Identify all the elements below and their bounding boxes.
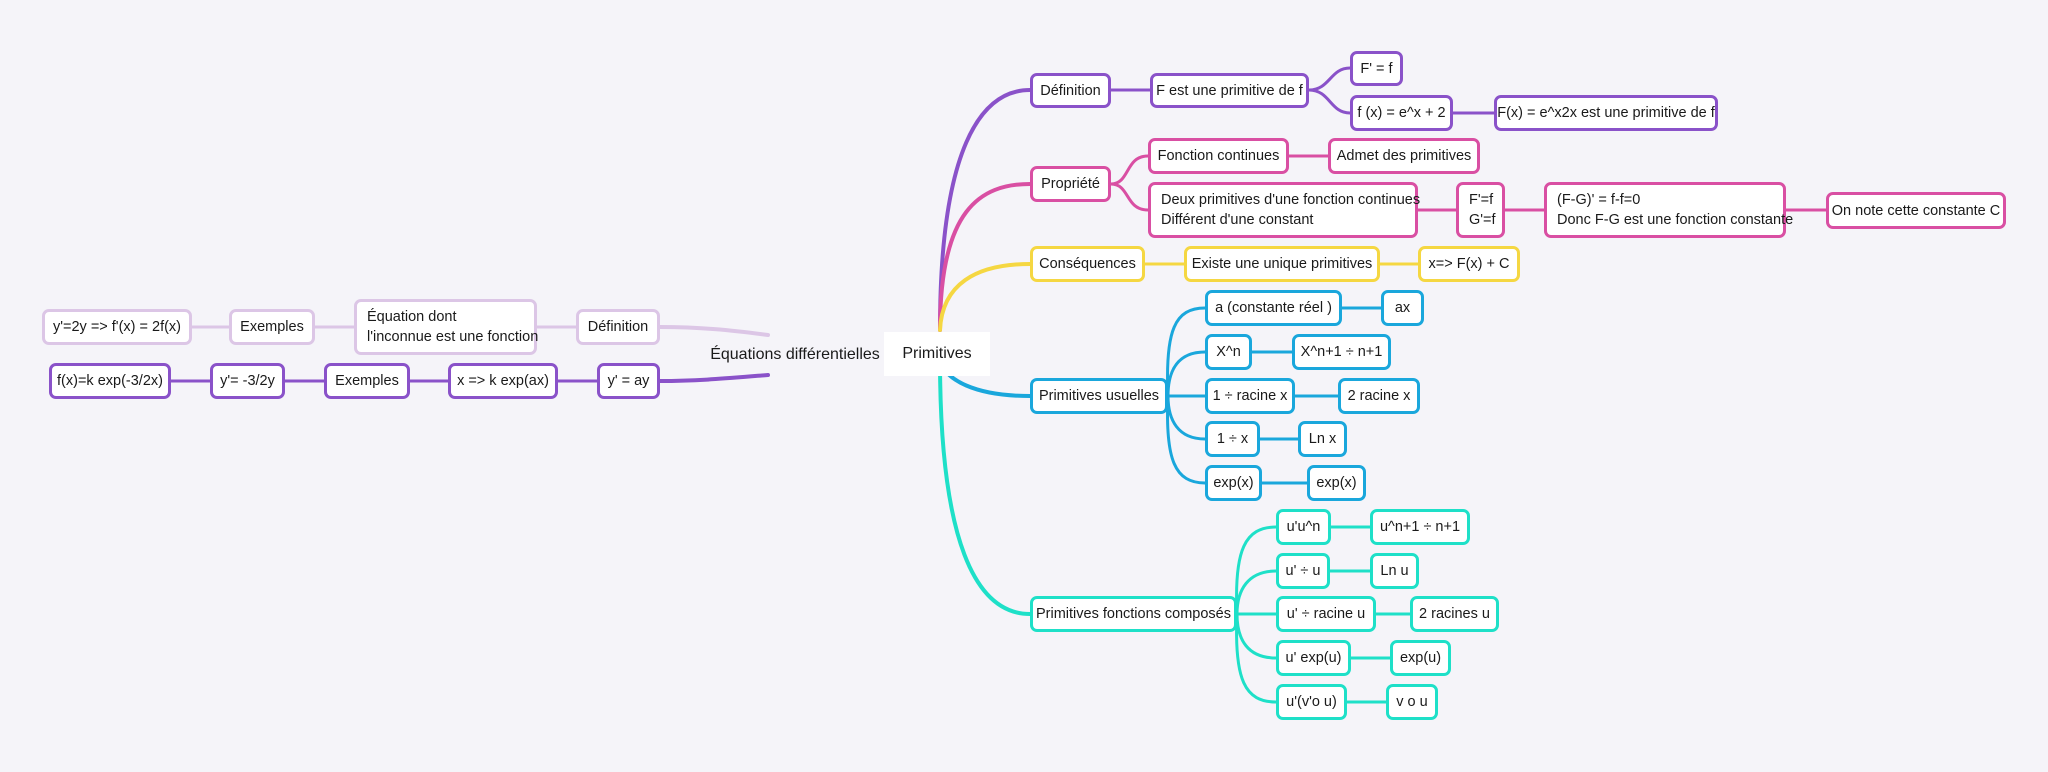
node-on-note-constante[interactable]: On note cette constante C [1826,192,2006,229]
node-eq-exemples-2[interactable]: Exemples [324,363,410,399]
node-constante-reel[interactable]: a (constante réel ) [1205,290,1342,326]
node-existe-unique-primitive[interactable]: Existe une unique primitives [1184,246,1380,282]
root-equations-differentielles[interactable]: Équations différentielles [710,346,880,363]
node-f-est-une-primitive[interactable]: F est une primitive de f [1150,73,1309,108]
node-ln-x[interactable]: Ln x [1298,421,1347,457]
node-eq-fx-k-exp[interactable]: f(x)=k exp(-3/2x) [49,363,171,399]
node-eq-definition[interactable]: Définition [576,309,660,345]
node-eq-exemples-1[interactable]: Exemples [229,309,315,345]
node-deux-primitives[interactable]: Deux primitives d'une fonction continues… [1148,182,1420,238]
node-exp-u[interactable]: exp(u) [1390,640,1451,676]
node-exp-x-result[interactable]: exp(x) [1307,465,1366,501]
node-eq-y-minus-3-2y[interactable]: y'= -3/2y [210,363,285,399]
node-fonction-continues[interactable]: Fonction continues [1148,138,1289,174]
node-inverse-x[interactable]: 1 ÷ x [1205,421,1260,457]
link-equations-definition [658,325,770,337]
root-primitives[interactable]: Primitives [884,332,990,376]
node-2-racine-x[interactable]: 2 racine x [1338,378,1420,414]
node-ln-u[interactable]: Ln u [1370,553,1419,589]
node-u-div-racine-u[interactable]: u' ÷ racine u [1276,596,1376,632]
node-2-racines-u[interactable]: 2 racines u [1410,596,1499,632]
node-consequences[interactable]: Conséquences [1030,246,1145,282]
node-admet-des-primitives[interactable]: Admet des primitives [1328,138,1480,174]
node-eq-y-ay[interactable]: y' = ay [597,363,660,399]
node-x-power-n[interactable]: X^n [1205,334,1252,370]
node-eq-k-exp-ax[interactable]: x => k exp(ax) [448,363,558,399]
link-primitives-consequences [938,262,1032,332]
node-x-power-n-plus-1[interactable]: X^n+1 ÷ n+1 [1292,334,1391,370]
node-exp-x[interactable]: exp(x) [1205,465,1262,501]
link-equations-yay [658,373,770,383]
node-eq-exemple-y-2y[interactable]: y'=2y => f'(x) = 2f(x) [42,309,192,345]
node-u-div-u[interactable]: u' ÷ u [1276,553,1330,589]
node-propriete[interactable]: Propriété [1030,166,1111,202]
link-primitives-definition [938,88,1032,332]
node-uu-n[interactable]: u'u^n [1276,509,1331,545]
node-v-o-u[interactable]: v o u [1386,684,1438,720]
link-primitives-propriete [938,182,1032,332]
node-u-n-plus-1[interactable]: u^n+1 ÷ n+1 [1370,509,1470,545]
node-ax[interactable]: ax [1381,290,1424,326]
node-definition[interactable]: Définition [1030,73,1111,108]
node-primitives-usuelles[interactable]: Primitives usuelles [1030,378,1168,414]
node-Fx-primitive[interactable]: F(x) = e^x2x est une primitive de f [1494,95,1718,131]
node-u-v-o-u[interactable]: u'(v'o u) [1276,684,1347,720]
link-primitives-composes [938,358,1032,616]
node-inverse-racine-x[interactable]: 1 ÷ racine x [1205,378,1295,414]
node-f-prime-egal-f[interactable]: F' = f [1350,51,1403,86]
node-fx-expression[interactable]: f (x) = e^x + 2 [1350,95,1453,131]
node-primitives-composes[interactable]: Primitives fonctions composés [1030,596,1237,632]
node-u-exp-u[interactable]: u' exp(u) [1276,640,1351,676]
node-x-implies-Fx-C[interactable]: x=> F(x) + C [1418,246,1520,282]
